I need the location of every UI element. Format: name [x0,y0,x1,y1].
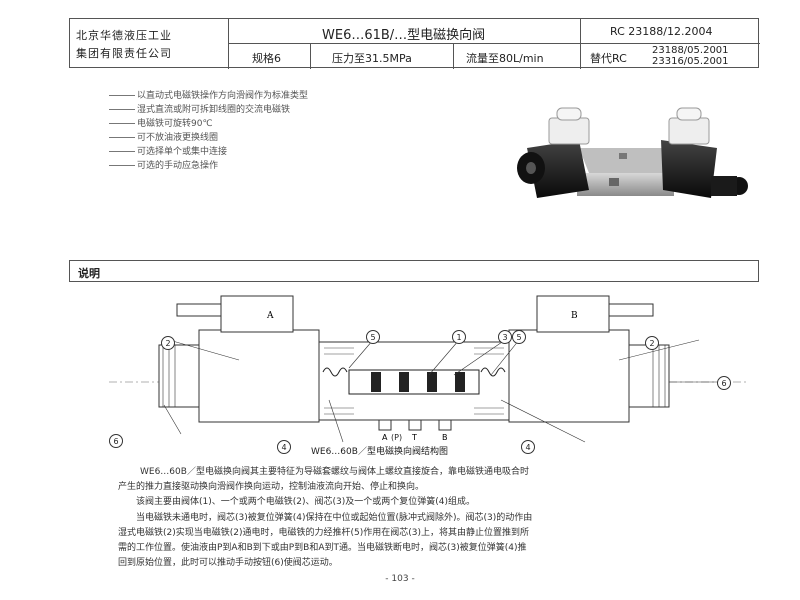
diagram-caption: WE6…60B／型电磁换向阀结构图 [311,447,448,457]
paragraph-line: 回到原始位置，此时可以推动手动按钮(6)使阀芯运动。 [118,558,338,568]
feature-item: 可选择单个或集中连接 [109,144,227,157]
spec-pressure: 压力至31.5MPa [332,52,412,65]
company-name-line2: 集团有限责任公司 [76,47,172,60]
callout-3: 3 [498,330,512,344]
callout-1: 1 [452,330,466,344]
callout-4-right: 4 [521,440,535,454]
description-section-header: 说明 [69,260,759,282]
product-photo [517,107,748,198]
callout-6-left: 6 [109,434,123,448]
feature-item: 以直动式电磁铁操作方向滑阀作为标准类型 [109,88,308,101]
page-frame: 北京华德液压工业 集团有限责任公司 WE6…61B/…型电磁换向阀 RC 231… [69,18,760,590]
port-label-a: A [382,433,388,442]
feature-item: 可选的手动应急操作 [109,158,218,171]
callout-2-left: 2 [161,336,175,350]
replace-label: 替代RC [590,52,627,65]
replace-code-2: 23316/05.2001 [652,56,729,67]
company-name-line1: 北京华德液压工业 [76,29,172,42]
paragraph-line: WE6…60B／型电磁换向阀其主要特征为导磁套螺纹与阀体上螺纹直接旋合，靠电磁铁… [140,467,529,477]
replace-code-1: 23188/05.2001 [652,45,729,56]
callout-6-right: 6 [717,376,731,390]
paragraph-line: 该阀主要由阀体(1)、一个或两个电磁铁(2)、阀芯(3)及一个或两个复位弹簧(4… [136,497,475,507]
product-title: WE6…61B/…型电磁换向阀 [322,28,486,43]
feature-item: 可不放油液更换线圈 [109,130,218,143]
callout-4-left: 4 [277,440,291,454]
callout-2-right: 2 [645,336,659,350]
paragraph-line: 当电磁铁未通电时，阀芯(3)被复位弹簧(4)保持在中位或起始位置(脉冲式阀除外)… [136,513,533,523]
spec-flow: 流量至80L/min [466,52,544,65]
document-code: RC 23188/12.2004 [610,25,713,38]
feature-item: 电磁铁可旋转90℃ [109,116,213,129]
paragraph-line: 产生的推力直接驱动换向滑阀作换向运动，控制油液流向开始、停止和换向。 [118,482,425,492]
coil-label-a: A [266,311,274,321]
coil-label-b: B [571,311,578,321]
callout-5-left: 5 [366,330,380,344]
section-title: 说明 [78,267,100,280]
port-label-p: (P) [391,433,403,442]
spec-size: 规格6 [252,52,281,65]
header-table: 北京华德液压工业 集团有限责任公司 WE6…61B/…型电磁换向阀 RC 231… [69,18,760,69]
feature-item: 湿式直流或附可拆卸线圈的交流电磁铁 [109,102,290,115]
callout-5-right: 5 [512,330,526,344]
paragraph-line: 湿式电磁铁(2)实现当电磁铁(2)通电时，电磁铁的力经推杆(5)作用在阀芯(3)… [118,528,529,538]
paragraph-line: 需的工作位置。使油液由P到A和B到下或由P到B和A到T通。当电磁铁断电时，阀芯(… [118,543,527,553]
valve-cross-section-diagram: A B A T B [109,295,749,443]
port-label-t: T [411,433,417,442]
page-number: - 103 - [385,574,415,584]
port-label-b: B [442,433,448,442]
